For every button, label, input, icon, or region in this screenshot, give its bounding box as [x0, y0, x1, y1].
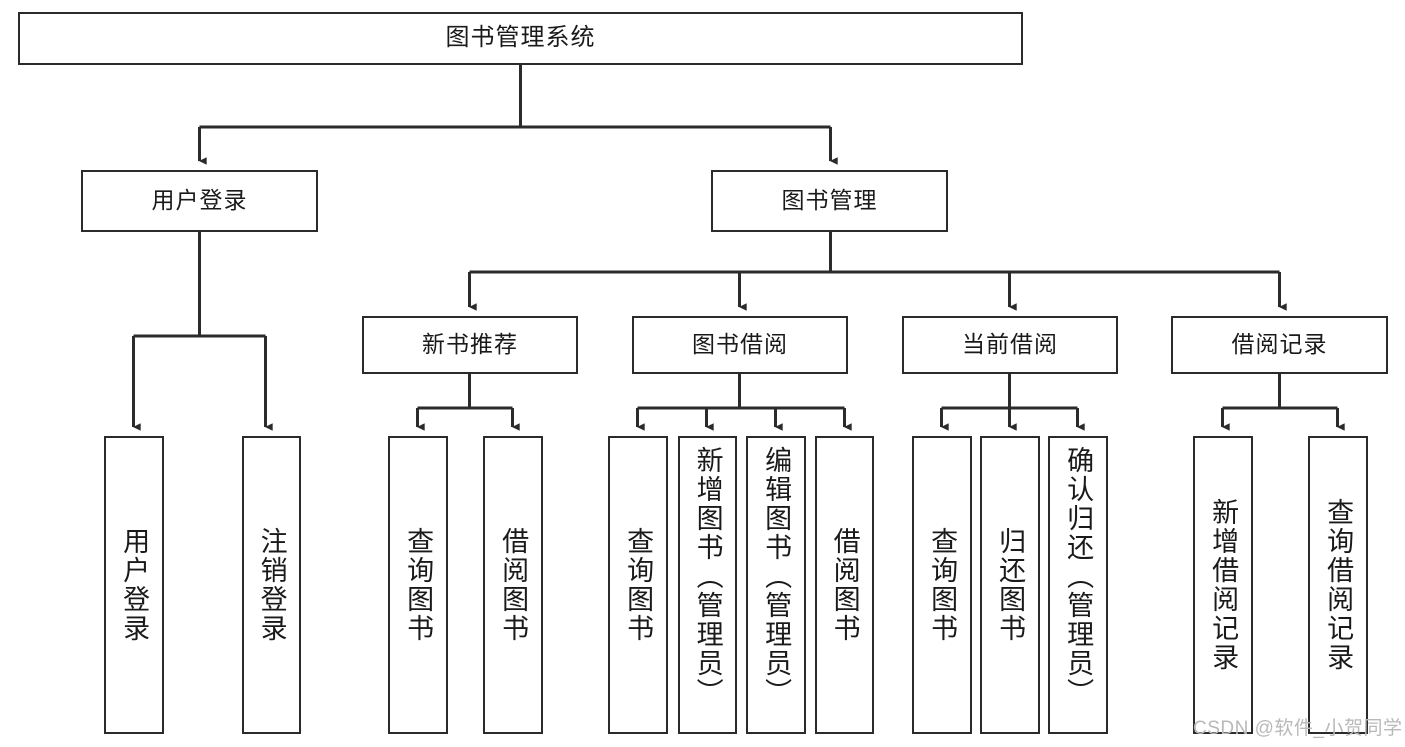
- node-label: 归还图书: [995, 527, 1026, 643]
- leaf-query-book-current[interactable]: 查询图书: [912, 436, 972, 734]
- node-label: 查询图书: [623, 527, 654, 643]
- node-current-borrow[interactable]: 当前借阅: [902, 316, 1118, 374]
- leaf-borrow-book[interactable]: 借阅图书: [815, 436, 874, 734]
- node-label: 新增借阅记录: [1208, 498, 1239, 672]
- node-label: 查询借阅记录: [1323, 498, 1354, 672]
- node-book-borrow[interactable]: 图书借阅: [632, 316, 848, 374]
- node-label: 注销登录: [256, 527, 287, 643]
- leaf-query-book-recommend[interactable]: 查询图书: [388, 436, 448, 734]
- node-label: 借阅记录: [1231, 331, 1328, 358]
- node-book-management[interactable]: 图书管理: [711, 170, 948, 232]
- leaf-return-book[interactable]: 归还图书: [980, 436, 1040, 734]
- node-label: 用户登录: [151, 187, 248, 214]
- leaf-query-borrow-record[interactable]: 查询借阅记录: [1308, 436, 1368, 734]
- node-label: 图书管理系统: [445, 24, 596, 52]
- leaf-user-login[interactable]: 用户登录: [104, 436, 164, 734]
- node-label: 查询图书: [927, 527, 958, 643]
- node-label: 图书借阅: [692, 331, 788, 358]
- node-label: 新书推荐: [422, 331, 518, 358]
- node-root-book-management-system[interactable]: 图书管理系统: [18, 12, 1023, 65]
- leaf-add-borrow-record[interactable]: 新增借阅记录: [1193, 436, 1253, 734]
- leaf-confirm-return-admin[interactable]: 确认归还（管理员）: [1048, 436, 1108, 734]
- node-label: 图书管理: [781, 187, 878, 214]
- leaf-add-book-admin[interactable]: 新增图书（管理员）: [678, 436, 737, 734]
- node-label: 确认归还（管理员）: [1063, 446, 1094, 707]
- node-user-login[interactable]: 用户登录: [81, 170, 318, 232]
- node-label: 借阅图书: [498, 527, 529, 643]
- node-label: 借阅图书: [829, 527, 860, 643]
- node-borrow-record[interactable]: 借阅记录: [1171, 316, 1388, 374]
- node-label: 当前借阅: [962, 331, 1058, 358]
- csdn-watermark: CSDN @软件_小贺同学: [1193, 718, 1403, 739]
- leaf-edit-book-admin[interactable]: 编辑图书（管理员）: [746, 436, 806, 734]
- leaf-query-book-borrow[interactable]: 查询图书: [608, 436, 668, 734]
- leaf-borrow-book-recommend[interactable]: 借阅图书: [483, 436, 543, 734]
- node-new-book-recommend[interactable]: 新书推荐: [362, 316, 578, 374]
- node-label: 新增图书（管理员）: [692, 446, 723, 707]
- node-label: 查询图书: [403, 527, 434, 643]
- leaf-logout[interactable]: 注销登录: [242, 436, 301, 734]
- node-label: 用户登录: [119, 527, 150, 643]
- node-label: 编辑图书（管理员）: [761, 446, 792, 707]
